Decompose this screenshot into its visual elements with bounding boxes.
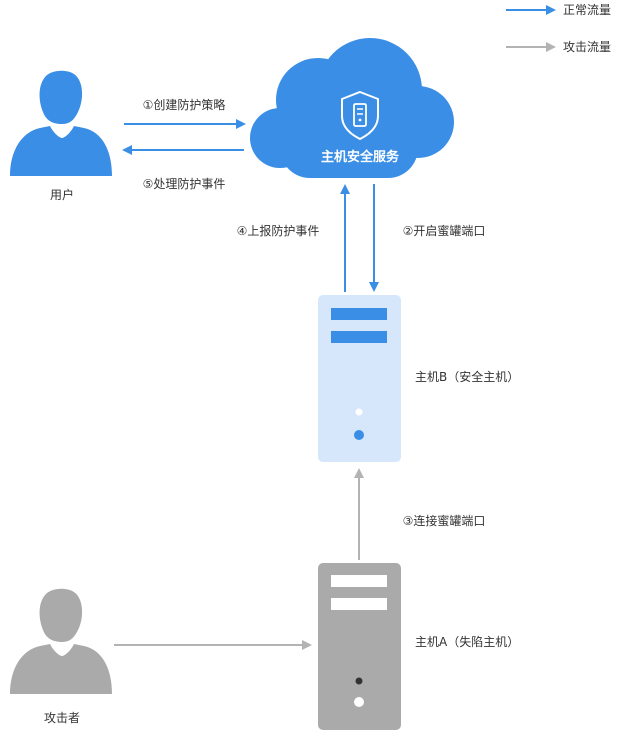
host-b-label: 主机B（安全主机） [415,369,519,384]
host-a-label: 主机A（失陷主机） [415,634,519,649]
step-report-event: ④上报防护事件 [237,223,320,238]
host-b-server-icon [318,295,401,462]
legend-normal-label: 正常流量 [563,3,611,17]
user-label: 用户 [50,187,74,202]
step-open-honeypot: ②开启蜜罐端口 [403,223,486,238]
step-create-policy: ①创建防护策略 [143,97,226,112]
attacker-icon [10,588,112,694]
shield-icon [341,90,379,141]
cloud-label: 主机安全服务 [321,149,400,165]
host-a-server-icon [318,563,401,730]
legend-attack-label: 攻击流量 [563,40,611,54]
attacker-label: 攻击者 [44,711,80,725]
step-handle-event: ⑤处理防护事件 [143,176,226,191]
cloud-icon [250,38,454,178]
legend: 正常流量 攻击流量 [506,3,611,54]
step-connect-honeypot: ③连接蜜罐端口 [403,513,486,528]
user-icon [10,70,112,176]
